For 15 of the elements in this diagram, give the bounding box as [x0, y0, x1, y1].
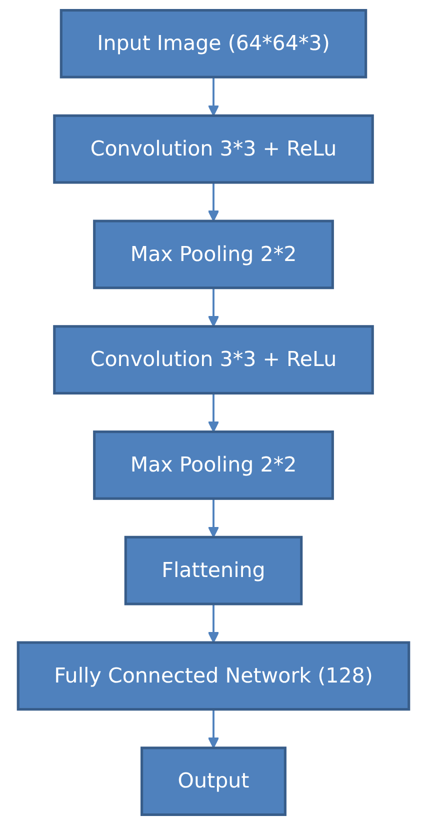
arrow [208, 77, 220, 116]
arrow [208, 498, 220, 538]
node-box: Flattening [124, 536, 303, 606]
node-box: Convolution 3*3 + ReLu [53, 114, 374, 184]
node-box: Input Image (64*64*3) [60, 9, 368, 78]
arrow [208, 604, 220, 644]
arrow [208, 288, 220, 327]
arrow [208, 182, 220, 222]
node-box: Max Pooling 2*2 [93, 430, 334, 500]
arrow [208, 709, 220, 748]
node-box: Fully Connected Network (128) [16, 641, 410, 711]
arrow [208, 393, 220, 432]
node-box: Output [140, 746, 286, 816]
node-box: Max Pooling 2*2 [93, 220, 334, 290]
node-box: Convolution 3*3 + ReLu [53, 325, 374, 395]
